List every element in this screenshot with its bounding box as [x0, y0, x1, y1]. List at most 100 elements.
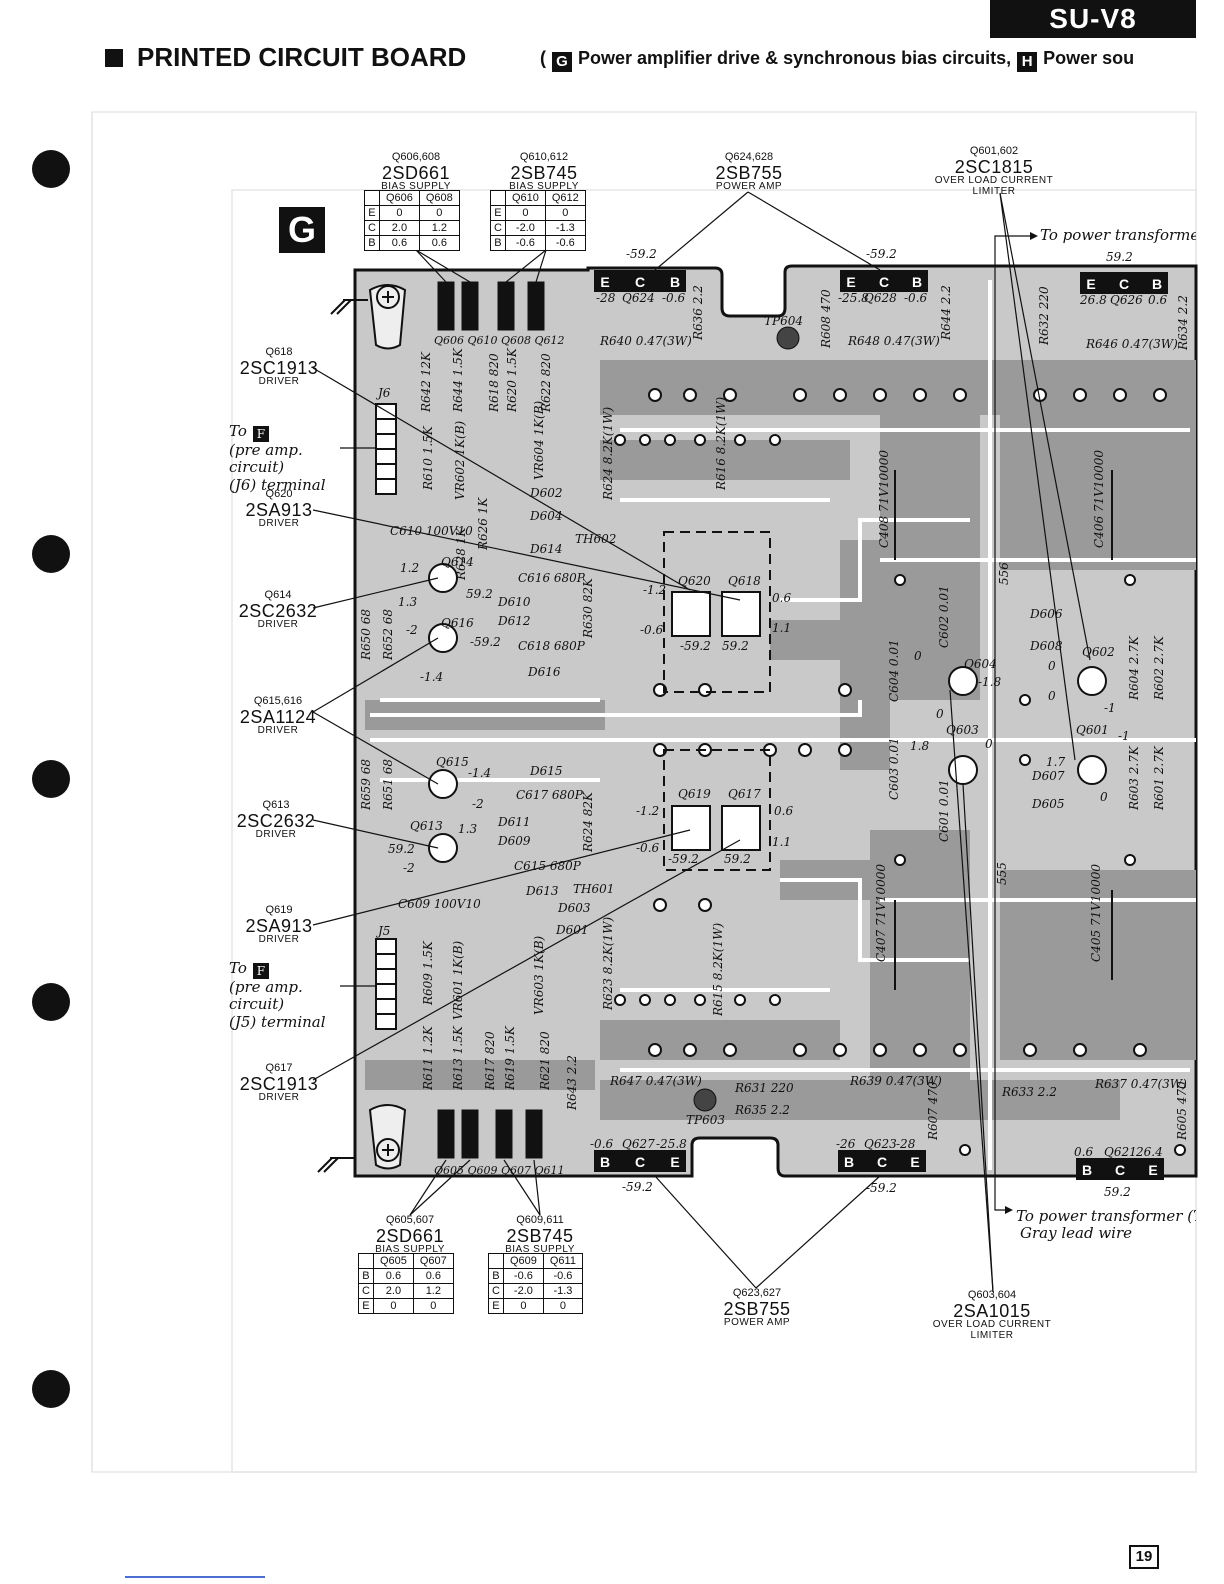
label-c616: C616 680P [518, 571, 586, 585]
label-v-p592b: 59.2 [1104, 1185, 1131, 1199]
label-r630: R630 82K [581, 577, 595, 639]
label-j5: J5 [375, 924, 390, 938]
ground-symbol-icon [317, 299, 368, 1173]
label-v-06e: 0.6 [1074, 1145, 1093, 1159]
label-v-592d: -59.2 [866, 1181, 897, 1195]
label-d603: D603 [557, 901, 591, 915]
page-number: 19 [1129, 1545, 1159, 1569]
label-v14b: -1.4 [468, 766, 491, 780]
label-r618: R618 820 [487, 353, 501, 413]
label-d606: D606 [1029, 607, 1063, 621]
label-v2: -2 [406, 623, 418, 637]
label-v-28: -28 [596, 291, 616, 305]
label-r622: R622 820 [539, 353, 553, 413]
small-transistors [428, 563, 1107, 863]
label-q619: Q619 [678, 787, 711, 801]
label-r644: R644 1.5K [451, 347, 465, 413]
label-r623: R623 8.2K(1W) [601, 917, 615, 1011]
svg-text:C: C [635, 274, 645, 290]
label-v-11b: 1.1 [772, 835, 791, 849]
svg-text:E: E [670, 1154, 679, 1170]
label-v-0b: 0 [936, 707, 944, 721]
label-r651: R651 68 [381, 759, 395, 811]
label-556: 556 [997, 562, 1011, 585]
label-v-264: 26.4 [1135, 1145, 1163, 1159]
label-v-592: -59.2 [626, 247, 657, 261]
label-v-268: 26.8 [1079, 293, 1107, 307]
label-r628: R628 1K [454, 527, 468, 581]
label-v592a: 59.2 [466, 587, 493, 601]
label-d601: D601 [555, 923, 589, 937]
label-v-m1: -1 [1104, 701, 1116, 715]
callout-leader-lines [312, 191, 1091, 1293]
label-v-06d: -0.6 [590, 1137, 614, 1151]
trace-gaps [370, 280, 1196, 1170]
label-vr601: VR601 1K(B) [451, 940, 465, 1020]
label-r626: R626 1K [476, 497, 490, 551]
label-vr602: VR602 1K(B) [453, 420, 467, 500]
label-r633: R633 2.2 [1001, 1085, 1057, 1099]
svg-text:B: B [912, 274, 922, 290]
bullet-square-icon [105, 49, 123, 67]
label-q623: Q623 [864, 1137, 897, 1151]
label-v-592g: -59.2 [668, 852, 699, 866]
label-r624k: R624 82K [581, 791, 595, 853]
label-th602: TH602 [575, 532, 616, 546]
callout-q606-608: Q606,608 2SD661 BIAS SUPPLY [381, 151, 451, 193]
svg-text:E: E [846, 274, 855, 290]
bottom-rule [125, 1576, 265, 1578]
subtitle-open-paren: ( [540, 48, 546, 68]
connector-j5 [375, 938, 397, 1030]
svg-text:B: B [670, 274, 680, 290]
callout-q617: Q617 2SC1913 DRIVER [239, 1062, 319, 1104]
label-r642: R642 12K [419, 351, 433, 413]
label-v-p06b: 0.6 [774, 804, 793, 818]
callout-q610-612: Q610,612 2SB745 BIAS SUPPLY [509, 151, 579, 193]
label-v-06: -0.6 [662, 291, 686, 305]
svg-text:B: B [600, 1154, 610, 1170]
label-v-17: 1.7 [1046, 755, 1065, 769]
label-d613: D613 [525, 884, 559, 898]
label-v-592b: -59.2 [866, 247, 897, 261]
label-c615: C615 680P [514, 859, 582, 873]
label-r621: R621 820 [538, 1031, 552, 1091]
label-c618: C618 680P [518, 639, 586, 653]
svg-text:C: C [877, 1154, 887, 1170]
subtitle-h-box: H [1017, 52, 1038, 72]
label-bottom-bias-row: Q605 Q609 Q607 Q611 [434, 1164, 565, 1177]
label-v13: 1.3 [398, 595, 417, 609]
label-v-0: 0 [914, 649, 922, 663]
label-v-592f: 59.2 [722, 639, 749, 653]
svg-text:C: C [635, 1154, 645, 1170]
binder-hole [32, 983, 70, 1021]
label-r632: R632 220 [1037, 286, 1051, 346]
label-v12: 1.2 [400, 561, 419, 575]
label-v592b: -59.2 [470, 635, 501, 649]
callout-q601-602: Q601,602 2SC1815 OVER LOAD CURRENT LIMIT… [934, 145, 1054, 197]
svg-text:E: E [910, 1154, 919, 1170]
label-d614: D614 [529, 542, 563, 556]
label-r605: R605 470 [1175, 1081, 1189, 1141]
binder-hole [32, 1370, 70, 1408]
label-d605: D605 [1031, 797, 1065, 811]
label-r652: R652 68 [381, 609, 395, 661]
callout-q618: Q618 2SC1913 DRIVER [239, 346, 319, 388]
label-v-m12b: -1.2 [636, 804, 659, 818]
svg-text:C: C [1119, 276, 1129, 292]
label-v-0f: 0 [1100, 790, 1108, 804]
page-title-text: PRINTED CIRCUIT BOARD [137, 42, 467, 72]
board-label-g: G [279, 207, 325, 253]
subtitle-h-text: Power sou [1043, 48, 1135, 68]
svg-text:C: C [879, 274, 889, 290]
label-r603: R603 2.7K [1127, 745, 1141, 811]
label-th601: TH601 [573, 882, 614, 896]
label-v-592h: 59.2 [724, 852, 751, 866]
label-r602: R602 2.7K [1152, 635, 1166, 701]
